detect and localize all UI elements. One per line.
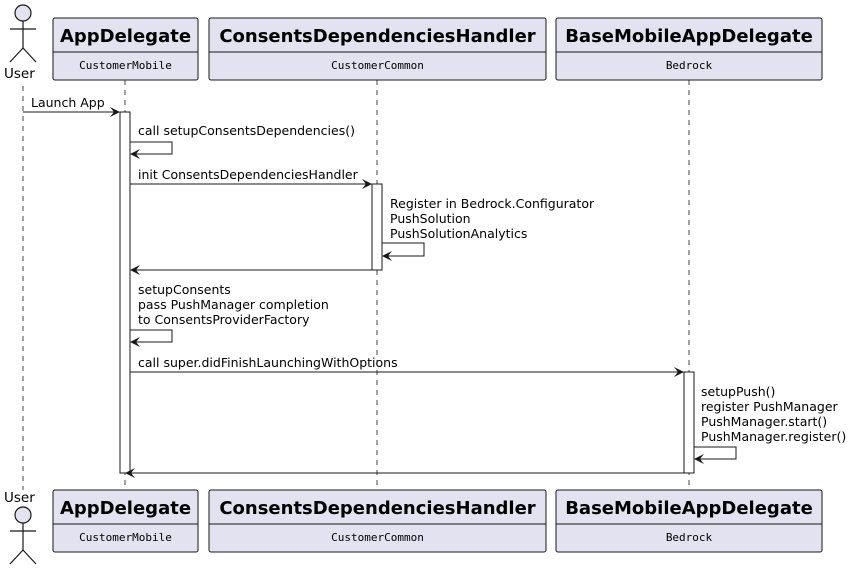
message-label-line: PushManager.register(): [701, 429, 846, 444]
participant-title: BaseMobileAppDelegate: [565, 26, 813, 47]
message-label: Launch App: [31, 95, 105, 110]
participant-subtitle: CustomerCommon: [331, 59, 424, 72]
message-did-finish-launching: call super.didFinishLaunchingWithOptions: [130, 355, 684, 377]
participant-app-top: AppDelegate CustomerMobile: [52, 17, 199, 81]
participant-subtitle: CustomerCommon: [331, 531, 424, 544]
actor-label: User: [4, 66, 35, 82]
message-label-line: Register in Bedrock.Configurator: [390, 196, 595, 211]
actor-icon: [9, 4, 37, 63]
actor-user-bottom: User: [4, 490, 37, 565]
message-label-line: to ConsentsProviderFactory: [138, 312, 310, 327]
actor-icon: [9, 506, 37, 565]
message-setup-consents-dependencies: call setupConsentsDependencies(): [130, 123, 355, 159]
message-setup-consents: setupConsents pass PushManager completio…: [130, 282, 329, 347]
participant-title: AppDelegate: [60, 498, 191, 519]
participant-cdh-top: ConsentsDependenciesHandler CustomerComm…: [208, 17, 547, 81]
participant-cdh-bottom: ConsentsDependenciesHandler CustomerComm…: [208, 489, 547, 553]
message-arrow: [130, 141, 173, 159]
participant-subtitle: CustomerMobile: [79, 59, 172, 72]
message-label-line: setupConsents: [138, 282, 231, 297]
message-setup-push: setupPush() register PushManager PushMan…: [694, 384, 846, 464]
participant-title: BaseMobileAppDelegate: [565, 498, 813, 519]
actor-user-top: User: [4, 4, 37, 82]
participant-subtitle: Bedrock: [666, 59, 713, 72]
participant-subtitle: CustomerMobile: [79, 531, 172, 544]
message-arrow: [130, 329, 173, 347]
activation-bmad: [683, 371, 695, 474]
activation-app: [119, 111, 131, 474]
message-init-cdh: init ConsentsDependenciesHandler: [130, 167, 372, 189]
participant-app-bottom: AppDelegate CustomerMobile: [52, 489, 199, 553]
message-label-line: PushSolution: [390, 211, 471, 226]
participant-title: ConsentsDependenciesHandler: [219, 26, 535, 47]
message-label-line: register PushManager: [701, 399, 839, 414]
participant-bmad-top: BaseMobileAppDelegate Bedrock: [555, 17, 823, 81]
message-register-configurator: Register in Bedrock.Configurator PushSol…: [382, 196, 595, 261]
message-label-line: setupPush(): [701, 384, 775, 399]
participant-title: ConsentsDependenciesHandler: [219, 498, 535, 519]
participant-subtitle: Bedrock: [666, 531, 713, 544]
message-arrow: [382, 242, 425, 261]
message-label-line: pass PushManager completion: [138, 297, 329, 312]
message-label-line: PushManager.start(): [701, 414, 827, 429]
participant-bmad-bottom: BaseMobileAppDelegate Bedrock: [555, 489, 823, 553]
actor-label: User: [4, 490, 35, 506]
message-label: call super.didFinishLaunchingWithOptions: [138, 355, 398, 370]
activation-cdh: [371, 183, 383, 271]
participant-title: AppDelegate: [60, 26, 191, 47]
message-label: call setupConsentsDependencies(): [138, 123, 355, 138]
message-arrow: [694, 446, 737, 464]
message-launch-app: Launch App: [23, 95, 120, 117]
message-label: init ConsentsDependenciesHandler: [138, 167, 359, 182]
message-label-line: PushSolutionAnalytics: [390, 226, 527, 241]
